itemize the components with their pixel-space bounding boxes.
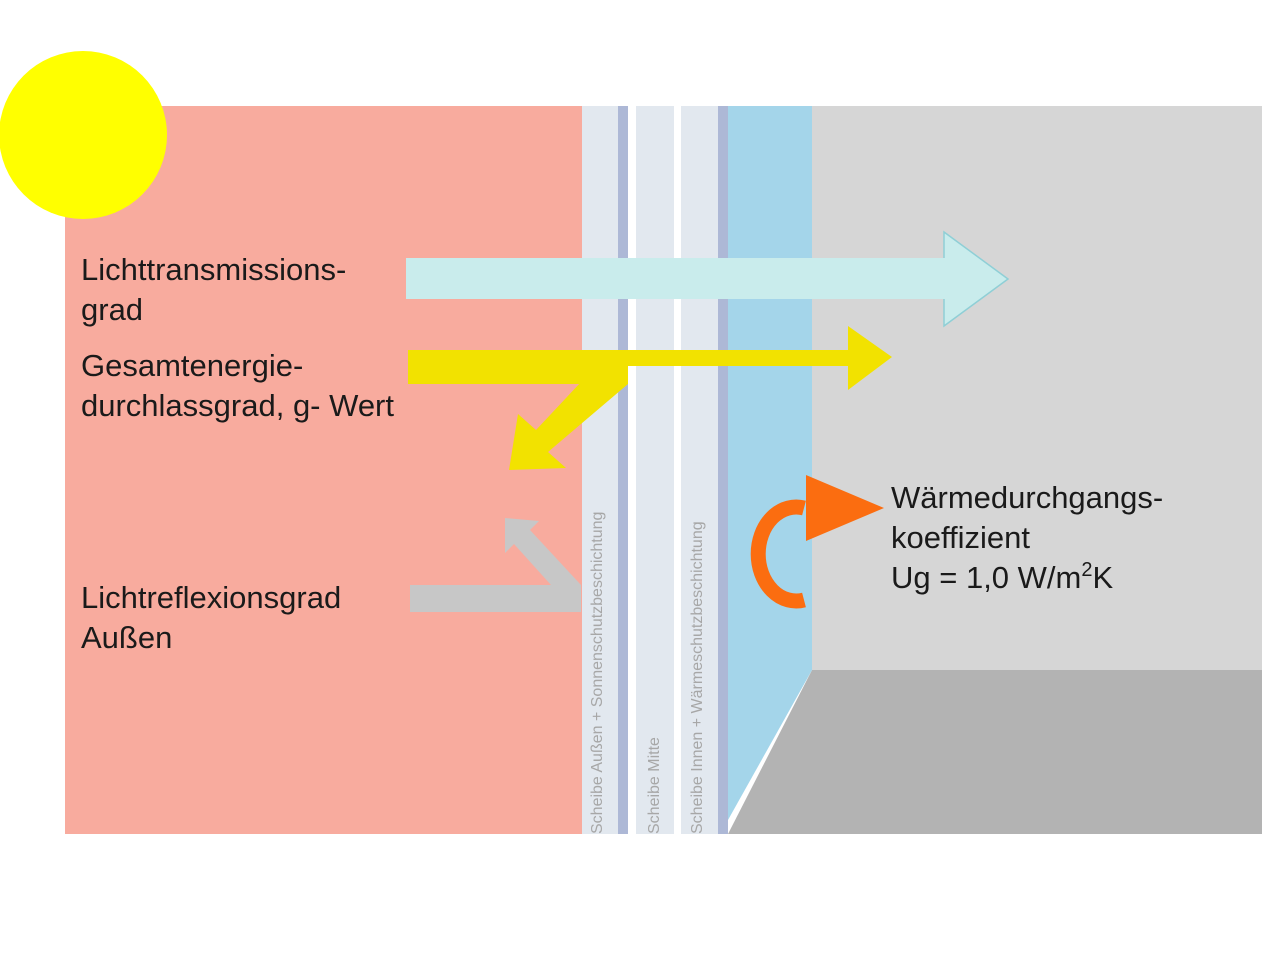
pane-middle <box>636 106 674 834</box>
sun-icon <box>0 51 167 219</box>
total-energy-label-line2: durchlassgrad, g- Wert <box>81 388 394 423</box>
heat-transfer-curve <box>750 499 806 609</box>
energy-transmission-arrow <box>408 326 892 390</box>
ug-value-exponent: 2 <box>1081 559 1093 581</box>
light-reflection-label: Lichtreflexionsgrad Außen <box>81 578 341 658</box>
light-transmission-label-line2: grad <box>81 292 144 327</box>
pane-inner <box>681 106 718 834</box>
light-reflection-arrow <box>410 518 581 612</box>
light-transmission-arrowhead-edge <box>943 230 1010 328</box>
light-reflection-label-line1: Lichtreflexionsgrad <box>81 580 342 615</box>
total-energy-label: Gesamtenergie- durchlassgrad, g- Wert <box>81 346 394 426</box>
ug-value: Ug = 1,0 W/m2K <box>891 558 1163 598</box>
light-transmission-label: Lichttransmissions- grad <box>81 250 346 330</box>
ug-value-suffix: K <box>1092 560 1114 595</box>
heat-transfer-label-line1: Wärmedurchgangs- <box>891 480 1164 515</box>
coating-outer <box>618 106 628 834</box>
total-energy-label-line1: Gesamtenergie- <box>81 348 304 383</box>
pane-outer-label: Scheibe Außen + Sonnenschutzbeschichtung <box>589 511 606 834</box>
heat-transfer-arrowhead <box>806 475 884 541</box>
light-reflection-label-line2: Außen <box>81 620 173 655</box>
pane-inner-label: Scheibe Innen + Wärmeschutzbeschichtung <box>689 521 706 834</box>
light-transmission-arrow <box>406 232 1008 326</box>
outside-zone <box>65 106 582 834</box>
coating-inner <box>718 106 728 834</box>
pane-middle-label: Scheibe Mitte <box>646 737 663 834</box>
pane-outer <box>582 106 618 834</box>
room-floor <box>728 670 1262 834</box>
light-transmission-label-line1: Lichttransmissions- <box>81 252 347 287</box>
ug-value-prefix: Ug = 1,0 W/m <box>891 560 1082 595</box>
heat-transfer-label: Wärmedurchgangs- koeffizient Ug = 1,0 W/… <box>891 478 1163 598</box>
heat-transfer-label-line2: koeffizient <box>891 520 1031 555</box>
energy-reflection-arrow <box>509 366 628 470</box>
